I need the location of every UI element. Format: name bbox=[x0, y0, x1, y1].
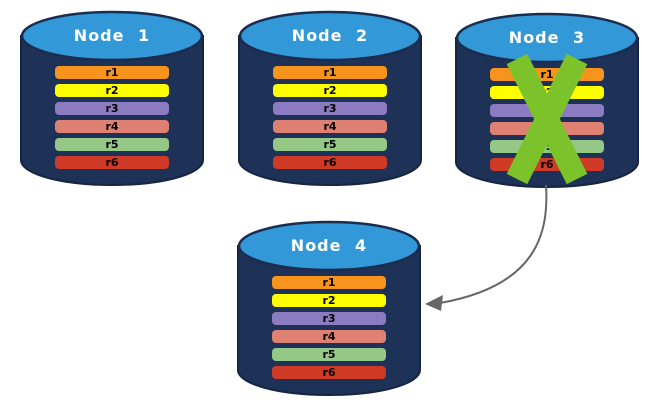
cylinder-top bbox=[237, 220, 421, 272]
replica-label: r3 bbox=[322, 312, 336, 325]
node-title: Node 3 bbox=[508, 28, 586, 47]
node-1: Node 1 r1 r2 r3 r4 r5 r6 bbox=[19, 8, 205, 188]
replica-label: r5 bbox=[323, 138, 337, 151]
replica-row-r5: r5 bbox=[272, 348, 386, 361]
replica-label: r6 bbox=[105, 156, 119, 169]
replica-row-r3: r3 bbox=[273, 102, 387, 115]
replica-label: r2 bbox=[322, 294, 336, 307]
cylinder-top bbox=[20, 10, 204, 62]
node-title: Node 2 bbox=[291, 26, 369, 45]
replica-label: r3 bbox=[323, 102, 337, 115]
replica-row-r4: r4 bbox=[272, 330, 386, 343]
arrowhead-icon bbox=[425, 295, 443, 311]
cylinder-top bbox=[455, 12, 639, 64]
replica-label: r1 bbox=[540, 68, 554, 81]
replica-label: r3 bbox=[105, 102, 119, 115]
replica-row-r1: r1 bbox=[272, 276, 386, 289]
replica-label: r5 bbox=[105, 138, 119, 151]
replica-label: r5 bbox=[322, 348, 336, 361]
replica-label: r6 bbox=[540, 158, 554, 171]
replica-row-r6: r6 bbox=[273, 156, 387, 169]
replica-label: r2 bbox=[105, 84, 119, 97]
replica-row-r5: r5 bbox=[273, 138, 387, 151]
replica-row-r4: r4 bbox=[55, 120, 169, 133]
replica-label: r2 bbox=[323, 84, 337, 97]
replica-row-r5: r5 bbox=[55, 138, 169, 151]
node-2: Node 2 r1 r2 r3 r4 r5 r6 bbox=[237, 8, 423, 188]
replica-label: r4 bbox=[105, 120, 119, 133]
replica-row-r6: r6 bbox=[55, 156, 169, 169]
node-3: Node 3 r1 r2 r3 r4 r5 r6 bbox=[454, 10, 640, 190]
replica-row-r2: r2 bbox=[273, 84, 387, 97]
replica-row-r3: r3 bbox=[55, 102, 169, 115]
replica-row-r1: r1 bbox=[273, 66, 387, 79]
node-title: Node 4 bbox=[290, 236, 368, 255]
replica-row-r1: r1 bbox=[55, 66, 169, 79]
replica-label: r1 bbox=[105, 66, 119, 79]
cylinder-top bbox=[238, 10, 422, 62]
x-mark-icon bbox=[506, 54, 588, 184]
node-title: Node 1 bbox=[73, 26, 151, 45]
arrow-curve bbox=[439, 184, 548, 304]
replica-list: r1 r2 r3 r4 r5 r6 bbox=[272, 276, 386, 384]
replica-list: r1 r2 r3 r4 r5 r6 bbox=[55, 66, 169, 174]
replica-row-r3: r3 bbox=[272, 312, 386, 325]
replica-label: r6 bbox=[323, 156, 337, 169]
replica-label: r1 bbox=[323, 66, 337, 79]
replica-label: r6 bbox=[322, 366, 336, 379]
replica-label: r1 bbox=[322, 276, 336, 289]
replica-label: r4 bbox=[323, 120, 337, 133]
replica-list: r1 r2 r3 r4 r5 r6 bbox=[273, 66, 387, 174]
replica-row-r6: r6 bbox=[272, 366, 386, 379]
replica-row-r2: r2 bbox=[272, 294, 386, 307]
node-4: Node 4 r1 r2 r3 r4 r5 r6 bbox=[236, 218, 422, 398]
replica-label: r4 bbox=[322, 330, 336, 343]
replica-row-r2: r2 bbox=[55, 84, 169, 97]
replica-row-r4: r4 bbox=[273, 120, 387, 133]
